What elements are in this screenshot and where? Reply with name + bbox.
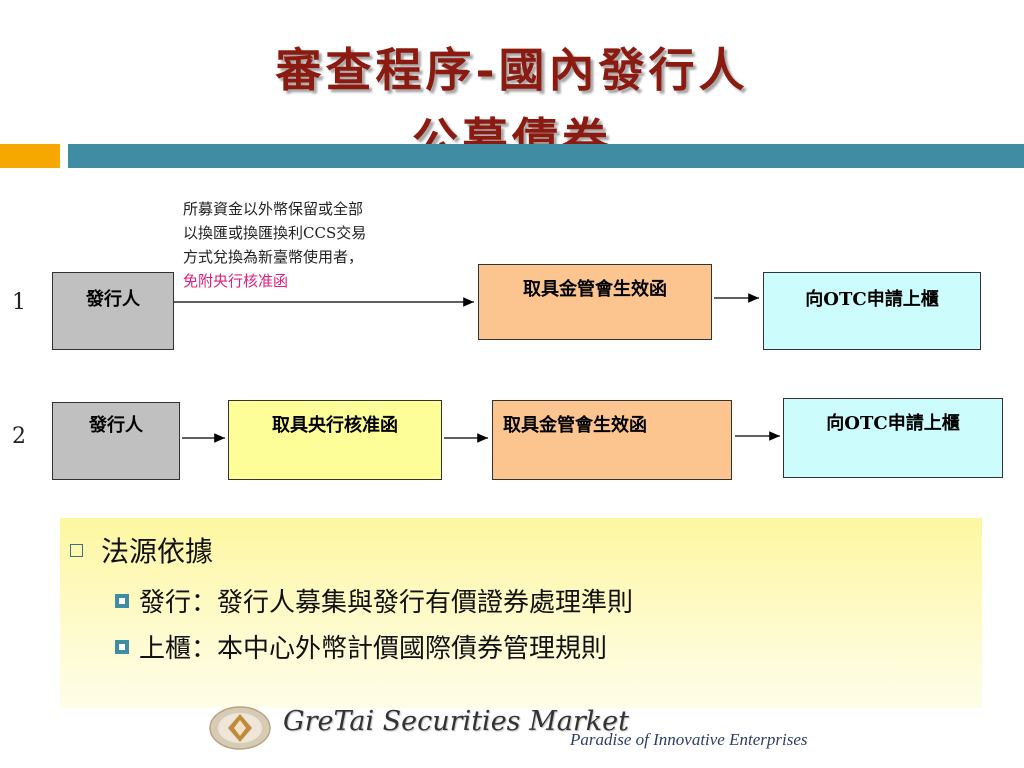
legal-basis-heading-row: 法源依據 bbox=[70, 530, 213, 570]
cbc-approval-letter-box: 取具央行核准函 bbox=[228, 400, 442, 480]
legal-basis-panel: 法源依據 發行：發行人募集與發行有價證券處理準則 上櫃：本中心外幣計價國際債券管… bbox=[60, 518, 982, 708]
header-band bbox=[68, 144, 1024, 168]
gretai-logo-icon bbox=[209, 706, 271, 750]
page-title-line1: 審查程序-國內發行人 bbox=[275, 43, 749, 97]
square-bullet-icon bbox=[115, 639, 129, 654]
square-bullet-icon bbox=[115, 593, 129, 608]
footer-company-name: GreTai Securities Market bbox=[283, 706, 629, 737]
otc-listing-box: 向OTC申請上櫃 bbox=[783, 398, 1003, 478]
hollow-square-bullet-icon bbox=[70, 543, 83, 557]
flow-number: 1 bbox=[12, 290, 26, 315]
otc-listing-box: 向OTC申請上櫃 bbox=[763, 272, 981, 350]
fsc-effective-letter-box: 取具金管會生效函 bbox=[492, 400, 732, 480]
note-line: 方式兌換為新臺幣使用者， bbox=[183, 248, 364, 266]
legal-basis-item-issuance: 發行：發行人募集與發行有價證券處理準則 bbox=[139, 588, 634, 618]
issuer-box: 發行人 bbox=[52, 272, 174, 350]
list-item: 上櫃：本中心外幣計價國際債券管理規則 bbox=[115, 628, 607, 665]
legal-basis-heading: 法源依據 bbox=[101, 535, 214, 568]
legal-basis-item-listing: 上櫃：本中心外幣計價國際債券管理規則 bbox=[139, 634, 608, 664]
note-line: 所募資金以外幣保留或全部 bbox=[183, 200, 364, 218]
accent-bar bbox=[0, 144, 60, 168]
footer-slogan: Paradise of Innovative Enterprises bbox=[570, 730, 808, 749]
note-line: 以換匯或換匯換利CCS交易 bbox=[183, 224, 367, 242]
note-highlight: 免附央行核准函 bbox=[183, 272, 289, 290]
fsc-effective-letter-box: 取具金管會生效函 bbox=[478, 264, 712, 340]
ccs-exemption-note: 所募資金以外幣保留或全部 以換匯或換匯換利CCS交易 方式兌換為新臺幣使用者， … bbox=[183, 197, 458, 293]
list-item: 發行：發行人募集與發行有價證券處理準則 bbox=[115, 582, 633, 619]
issuer-box: 發行人 bbox=[52, 402, 180, 480]
flow-number: 2 bbox=[12, 424, 26, 449]
